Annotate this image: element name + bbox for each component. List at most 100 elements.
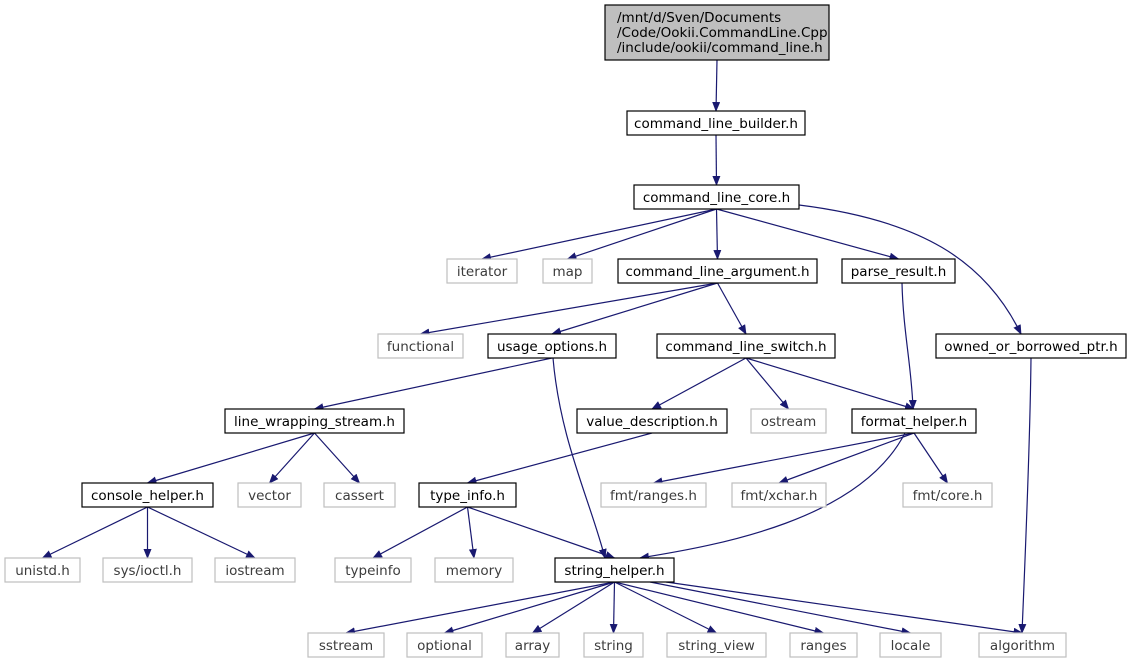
node-box	[237, 482, 302, 508]
edge-string_helper-to-array	[531, 581, 615, 634]
node-box	[841, 258, 956, 284]
node-locale[interactable]: locale	[879, 632, 942, 658]
node-ioctl[interactable]: sys/ioctl.h	[102, 557, 193, 583]
edge-string_helper-to-algorithm	[665, 581, 1024, 636]
edge-argument-to-switch	[716, 282, 747, 335]
node-line-wrapping[interactable]: line_wrapping_stream.h	[224, 408, 405, 434]
node-label: command_line_argument.h	[625, 264, 809, 280]
node-format-helper[interactable]: format_helper.h	[851, 408, 977, 434]
node-memory[interactable]: memory	[434, 557, 514, 583]
node-fmt-core[interactable]: fmt/core.h	[902, 482, 993, 508]
node-box	[633, 184, 800, 210]
edge-string_helper-to-string_view	[614, 581, 718, 634]
node-label: owned_or_borrowed_ptr.h	[944, 339, 1117, 355]
node-fmt-ranges[interactable]: fmt/ranges.h	[600, 482, 707, 508]
node-label: array	[515, 638, 550, 654]
node-array[interactable]: array	[505, 632, 560, 658]
edge-core-to-parse_result	[716, 208, 900, 261]
node-label: map	[553, 264, 583, 280]
node-box	[487, 333, 617, 359]
node-box	[542, 258, 593, 284]
edge-string_helper-to-ranges	[614, 581, 825, 635]
node-value-description[interactable]: value_description.h	[576, 408, 728, 434]
node-unistd[interactable]: unistd.h	[4, 557, 81, 583]
root-label-line: /include/ookii/command_line.h	[617, 40, 823, 56]
node-box	[666, 632, 767, 658]
edge-core-to-map	[566, 208, 717, 260]
node-type-info[interactable]: type_info.h	[418, 482, 517, 508]
node-string-view[interactable]: string_view	[666, 632, 767, 658]
node-box	[446, 258, 518, 284]
node-box	[4, 557, 81, 583]
node-box	[902, 482, 993, 508]
edge-switch-to-value_description	[651, 357, 747, 410]
node-argument[interactable]: command_line_argument.h	[617, 258, 818, 284]
node-typeinfo[interactable]: typeinfo	[334, 557, 412, 583]
edge-string_helper-to-sstream	[345, 581, 615, 636]
node-label: string_helper.h	[564, 563, 664, 579]
node-box	[554, 557, 675, 583]
node-parse-result[interactable]: parse_result.h	[841, 258, 956, 284]
node-box	[617, 258, 818, 284]
edge-argument-to-usage_options	[551, 282, 718, 336]
node-box	[334, 557, 412, 583]
node-label: algorithm	[990, 638, 1055, 654]
node-core[interactable]: command_line_core.h	[633, 184, 800, 210]
node-algorithm[interactable]: algorithm	[978, 632, 1067, 658]
node-label: fmt/ranges.h	[610, 488, 697, 504]
node-builder[interactable]: command_line_builder.h	[626, 110, 806, 136]
node-ostream[interactable]: ostream	[750, 408, 827, 434]
edge-console_helper-to-unistd	[41, 506, 148, 559]
node-root-command-line-h[interactable]: /mnt/d/Sven/Documents/Code/Ookii.Command…	[604, 4, 830, 61]
root-label-line: /mnt/d/Sven/Documents	[617, 10, 781, 26]
edges-layer	[41, 59, 1032, 636]
node-box	[750, 408, 827, 434]
node-console-helper[interactable]: console_helper.h	[81, 482, 214, 508]
node-label: format_helper.h	[861, 414, 967, 430]
edge-builder-to-core	[712, 134, 721, 186]
node-owned[interactable]: owned_or_borrowed_ptr.h	[935, 333, 1127, 359]
node-label: optional	[417, 638, 472, 654]
node-box	[626, 110, 806, 136]
node-string[interactable]: string	[583, 632, 644, 658]
edge-console_helper-to-iostream	[147, 506, 256, 559]
node-switch[interactable]: command_line_switch.h	[656, 333, 836, 359]
node-ranges[interactable]: ranges	[789, 632, 858, 658]
node-vector[interactable]: vector	[237, 482, 302, 508]
node-label: ostream	[761, 414, 817, 430]
node-functional[interactable]: functional	[377, 333, 464, 359]
node-string-helper[interactable]: string_helper.h	[554, 557, 675, 583]
node-cassert[interactable]: cassert	[323, 482, 396, 508]
node-iterator[interactable]: iterator	[446, 258, 518, 284]
root-label-line: /Code/Ookii.CommandLine.Cpp	[617, 25, 828, 41]
node-iostream[interactable]: iostream	[214, 557, 296, 583]
node-label: command_line_core.h	[643, 190, 790, 206]
node-label: memory	[446, 563, 502, 579]
node-box	[851, 408, 977, 434]
node-fmt-xchar[interactable]: fmt/xchar.h	[731, 482, 827, 508]
node-box	[656, 333, 836, 359]
node-label: iostream	[225, 563, 284, 579]
node-optional[interactable]: optional	[406, 632, 483, 658]
node-box	[434, 557, 514, 583]
node-label: sys/ioctl.h	[114, 563, 182, 579]
node-sstream[interactable]: sstream	[307, 632, 385, 658]
node-usage-options[interactable]: usage_options.h	[487, 333, 617, 359]
edge-argument-to-functional	[419, 282, 718, 337]
node-box	[81, 482, 214, 508]
edge-format_helper-to-fmt_ranges	[652, 432, 915, 486]
node-box	[377, 333, 464, 359]
edge-line_wrapping-to-cassert	[314, 432, 361, 484]
node-label: command_line_switch.h	[665, 339, 826, 355]
node-label: console_helper.h	[91, 488, 204, 504]
node-box	[505, 632, 560, 658]
node-label: line_wrapping_stream.h	[234, 414, 395, 430]
edge-string_helper-to-string	[609, 581, 618, 634]
node-box	[789, 632, 858, 658]
node-label: command_line_builder.h	[634, 116, 798, 132]
node-label: usage_options.h	[497, 339, 607, 355]
nodes-layer: /mnt/d/Sven/Documents/Code/Ookii.Command…	[4, 4, 1127, 658]
node-map[interactable]: map	[542, 258, 593, 284]
node-box	[600, 482, 707, 508]
node-box	[576, 408, 728, 434]
